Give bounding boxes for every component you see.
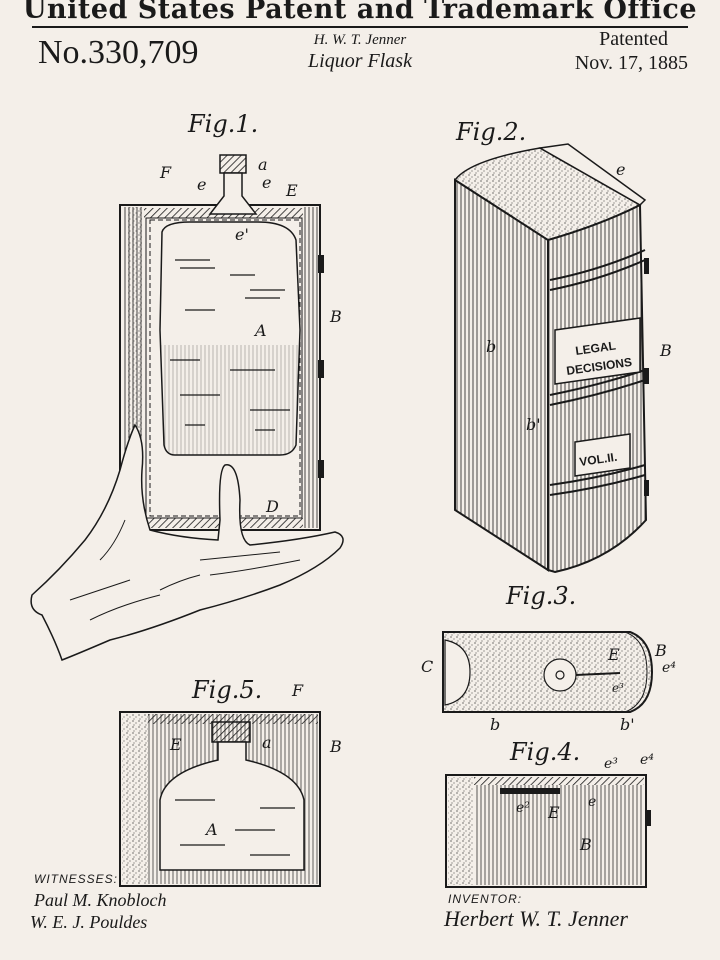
fig3-ref-b-prime: b' bbox=[620, 715, 635, 734]
witness-signature-1: Paul M. Knobloch bbox=[34, 890, 167, 910]
fig3-label: Fig.3. bbox=[506, 582, 577, 610]
fig4-ref-e3: e³ bbox=[604, 756, 618, 772]
fig3-drawing bbox=[442, 631, 654, 713]
header-rule bbox=[32, 26, 688, 28]
fig5-ref-a: a bbox=[262, 733, 272, 752]
fig3-ref-C: C bbox=[421, 657, 433, 676]
patented-label: Patented bbox=[599, 28, 668, 50]
fig3-ref-e3: e³ bbox=[612, 681, 624, 695]
fig4-ref-E: E bbox=[547, 803, 560, 822]
fig1-drawing bbox=[30, 154, 344, 661]
patent-number: No.330,709 bbox=[38, 34, 199, 71]
witnesses-label: WITNESSES: bbox=[34, 872, 119, 886]
fig5-ref-F: F bbox=[291, 681, 304, 700]
patented-date: Nov. 17, 1885 bbox=[574, 52, 688, 74]
fig4-ref-e4: e⁴ bbox=[640, 752, 654, 768]
fig1-ref-e-right: e bbox=[262, 173, 271, 192]
fig3-ref-e4: e⁴ bbox=[662, 660, 676, 676]
fig2-drawing bbox=[453, 143, 649, 574]
fig4-ref-e2: e² bbox=[516, 800, 530, 816]
fig3-ref-B: B bbox=[654, 641, 667, 660]
fig4-ref-B: B bbox=[579, 835, 592, 854]
fig3-ref-E: E bbox=[607, 645, 620, 664]
fig4-label: Fig.4. bbox=[510, 738, 581, 766]
fig2-ref-B: B bbox=[659, 341, 672, 360]
inventor-name: H. W. T. Jenner bbox=[313, 32, 407, 48]
witness-signature-2: W. E. J. Pouldes bbox=[30, 912, 148, 932]
fig2-ref-e: e bbox=[616, 160, 625, 179]
fig5-ref-E: E bbox=[169, 735, 182, 754]
office-name: United States Patent and Trademark Offic… bbox=[22, 0, 698, 25]
fig1-ref-a: a bbox=[258, 155, 268, 174]
fig5-drawing bbox=[119, 711, 321, 887]
fig1-ref-D: D bbox=[265, 497, 279, 516]
fig1-ref-e-prime: e' bbox=[235, 225, 249, 244]
invention-title: Liquor Flask bbox=[308, 50, 412, 72]
fig5-label: Fig.5. bbox=[192, 676, 263, 704]
fig3-ref-b: b bbox=[490, 715, 500, 734]
fig2-ref-b-prime: b' bbox=[526, 415, 541, 434]
fig2-ref-b: b bbox=[486, 337, 496, 356]
fig1-ref-e-left: e bbox=[197, 175, 206, 194]
fig1-ref-F: F bbox=[159, 163, 172, 182]
fig2-label: Fig.2. bbox=[456, 118, 527, 146]
inventor-label: INVENTOR: bbox=[448, 892, 523, 906]
fig1-ref-A: A bbox=[253, 321, 267, 340]
fig1-ref-E: E bbox=[285, 181, 298, 200]
fig1-label: Fig.1. bbox=[188, 110, 259, 138]
inventor-signature: Herbert W. T. Jenner bbox=[444, 906, 628, 931]
fig1-ref-B: B bbox=[329, 307, 342, 326]
fig2-spine-volume: VOL.II. bbox=[578, 450, 618, 469]
fig4-drawing bbox=[445, 774, 651, 888]
fig5-ref-A: A bbox=[204, 820, 218, 839]
fig4-ref-e: e bbox=[588, 794, 596, 810]
fig5-ref-B: B bbox=[329, 737, 342, 756]
fig2-spine-title-line1: LEGAL bbox=[574, 338, 616, 358]
